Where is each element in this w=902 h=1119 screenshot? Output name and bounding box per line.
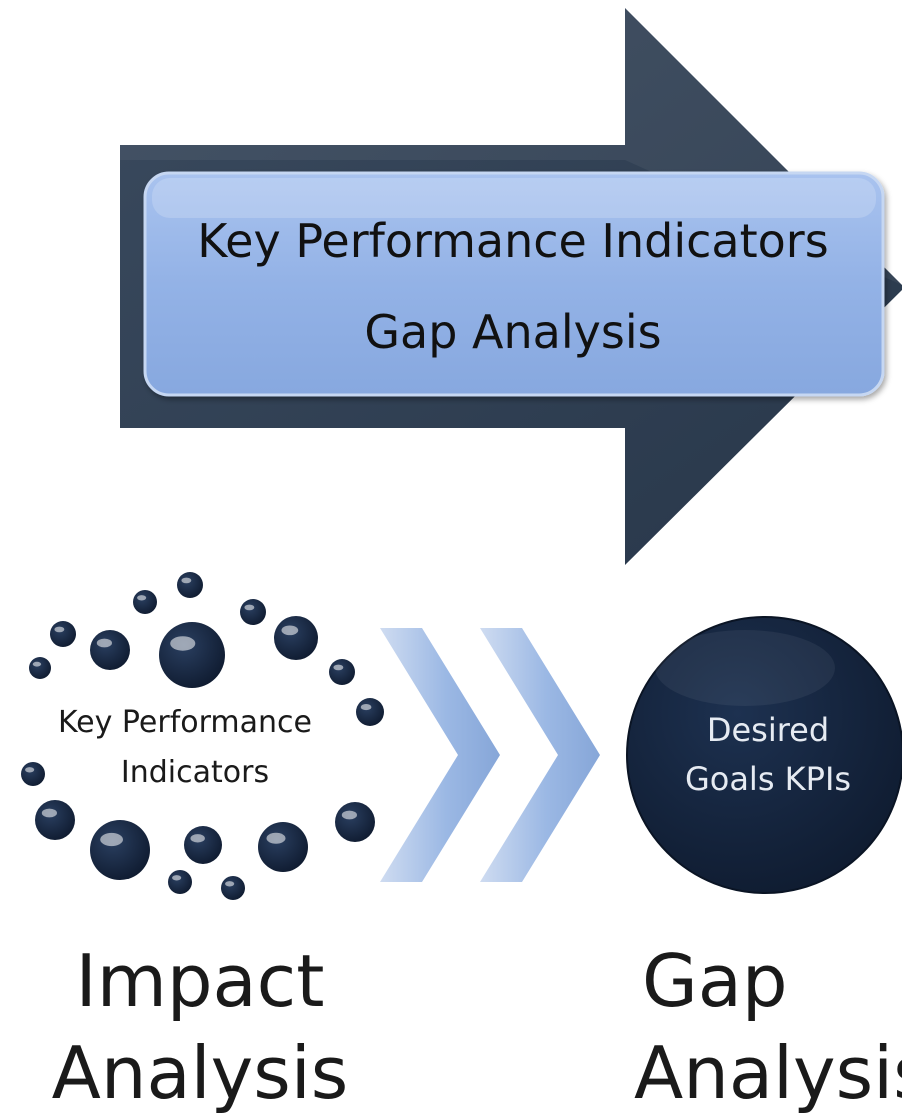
cluster-dot <box>168 870 192 894</box>
cluster-dot <box>50 621 76 647</box>
impact-caption-line1: Impact <box>75 939 325 1023</box>
banner-title-line2: Gap Analysis <box>364 305 661 359</box>
cluster-dot <box>21 762 45 786</box>
cluster-dot <box>29 657 51 679</box>
chevron-arrow-2 <box>480 628 600 882</box>
cluster-dot-highlight <box>181 577 192 584</box>
cluster-dot-highlight <box>54 626 65 633</box>
goal-label-line1: Desired <box>707 711 829 749</box>
goal-label-line2: Goals KPIs <box>685 760 851 798</box>
cluster-dot <box>90 630 130 670</box>
cluster-label-line2: Indicators <box>121 755 269 790</box>
cluster-dot-highlight <box>96 638 112 648</box>
cluster-dot <box>184 826 222 864</box>
cluster-dot-highlight <box>32 661 42 667</box>
cluster-dot-highlight <box>170 636 196 651</box>
kpi-dot-cluster <box>21 572 384 900</box>
cluster-dot-highlight <box>137 595 147 601</box>
kpi-banner-box <box>143 171 885 397</box>
cluster-dot <box>90 820 150 880</box>
impact-caption-line2: Analysis <box>51 1031 349 1115</box>
cluster-dot <box>329 659 355 685</box>
cluster-dot <box>221 876 245 900</box>
cluster-dot-highlight <box>281 625 299 636</box>
cluster-dot <box>356 698 384 726</box>
cluster-dot <box>240 599 266 625</box>
cluster-dot-highlight <box>341 810 357 820</box>
banner-title-line1: Key Performance Indicators <box>197 214 828 268</box>
cluster-dot-highlight <box>190 834 205 843</box>
cluster-dot-highlight <box>41 808 58 818</box>
gap-caption-line1: Gap <box>642 939 788 1023</box>
cluster-dot-highlight <box>100 832 123 847</box>
cluster-dot <box>258 822 308 872</box>
desired-goals-circle <box>626 616 902 894</box>
cluster-dot <box>159 622 225 688</box>
cluster-dot <box>133 590 157 614</box>
cluster-dot <box>335 802 375 842</box>
big-arrow-highlight <box>120 8 902 285</box>
cluster-label-line1: Key Performance <box>58 705 312 740</box>
cluster-dot <box>274 616 318 660</box>
gap-analysis-caption: Gap Analysis <box>580 935 902 1119</box>
kpi-banner-gloss <box>152 178 876 218</box>
impact-analysis-caption: Impact Analysis <box>10 935 390 1119</box>
cluster-dot-highlight <box>266 832 286 844</box>
cluster-dot-highlight <box>225 881 235 887</box>
gap-caption-line2: Analysis <box>634 1031 902 1115</box>
desired-goals-circle-gloss <box>655 630 835 706</box>
cluster-dot-highlight <box>25 767 35 773</box>
cluster-dot-highlight <box>172 875 182 881</box>
cluster-dot <box>35 800 75 840</box>
cluster-dot <box>177 572 203 598</box>
chevron-arrow-1 <box>380 628 500 882</box>
cluster-dot-highlight <box>244 604 255 611</box>
cluster-dot-highlight <box>333 664 344 671</box>
cluster-dot-highlight <box>360 704 372 711</box>
